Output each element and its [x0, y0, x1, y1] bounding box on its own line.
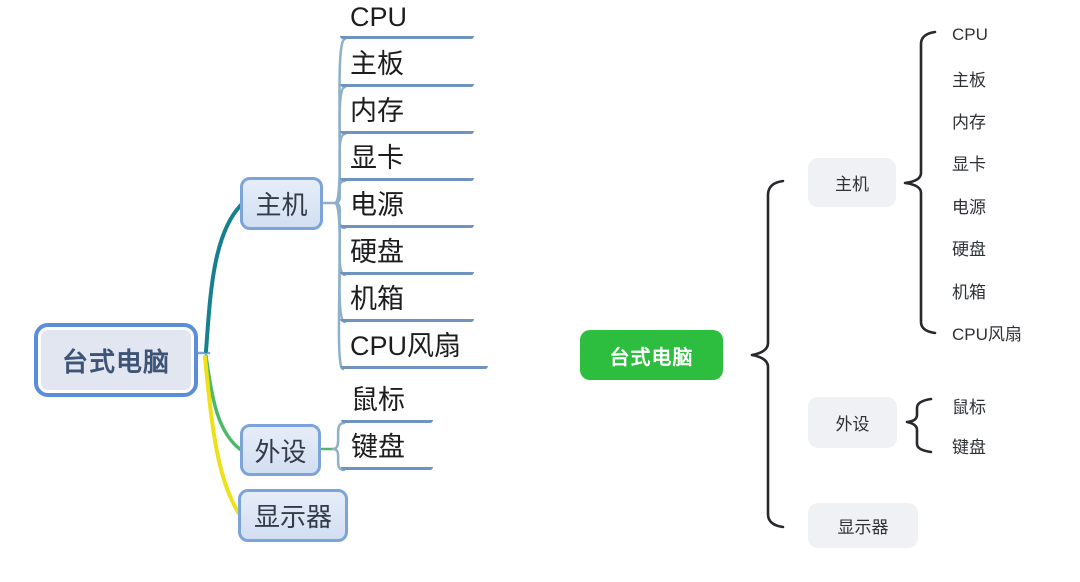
curve-root-to-peripherals: [204, 354, 243, 452]
left-topic-power-supply[interactable]: 电源: [340, 190, 474, 228]
left-root-node[interactable]: 台式电脑: [34, 323, 198, 397]
left-topic-cpu[interactable]: CPU: [340, 2, 474, 39]
right-topic-power-supply[interactable]: 电源: [952, 197, 986, 217]
right-topic-graphics-card[interactable]: 显卡: [952, 154, 986, 174]
right-topic-memory[interactable]: 内存: [952, 112, 986, 132]
brace-host: [903, 30, 937, 335]
right-topic-case[interactable]: 机箱: [952, 282, 986, 302]
right-topic-cpu-fan[interactable]: CPU风扇: [952, 324, 1022, 344]
left-branch-peripherals[interactable]: 外设: [240, 424, 321, 476]
left-topic-hard-drive[interactable]: 硬盘: [340, 237, 474, 275]
right-branch-monitor[interactable]: 显示器: [808, 503, 918, 548]
left-branch-monitor[interactable]: 显示器: [238, 489, 348, 542]
right-branch-peripherals[interactable]: 外设: [808, 397, 897, 448]
right-topic-mouse[interactable]: 鼠标: [952, 397, 986, 417]
right-branch-host[interactable]: 主机: [808, 158, 896, 207]
left-topic-motherboard[interactable]: 主板: [340, 49, 474, 87]
right-topic-cpu[interactable]: CPU: [952, 25, 988, 44]
right-root-node[interactable]: 台式电脑: [580, 330, 723, 380]
brace-root: [750, 179, 785, 529]
left-topic-cpu-fan[interactable]: CPU风扇: [340, 331, 488, 369]
curve-root-to-host: [204, 203, 243, 353]
left-topic-memory[interactable]: 内存: [340, 96, 474, 134]
left-branch-host[interactable]: 主机: [240, 177, 323, 230]
right-topic-motherboard[interactable]: 主板: [952, 70, 986, 90]
left-topic-graphics-card[interactable]: 显卡: [340, 143, 474, 181]
left-topic-keyboard[interactable]: 键盘: [341, 432, 433, 470]
left-topic-case[interactable]: 机箱: [340, 284, 474, 322]
right-topic-keyboard[interactable]: 键盘: [952, 437, 986, 457]
right-topic-hard-drive[interactable]: 硬盘: [952, 239, 986, 259]
left-topic-mouse[interactable]: 鼠标: [341, 385, 433, 423]
brace-peripherals: [905, 397, 933, 454]
curve-root-to-monitor: [203, 355, 242, 517]
